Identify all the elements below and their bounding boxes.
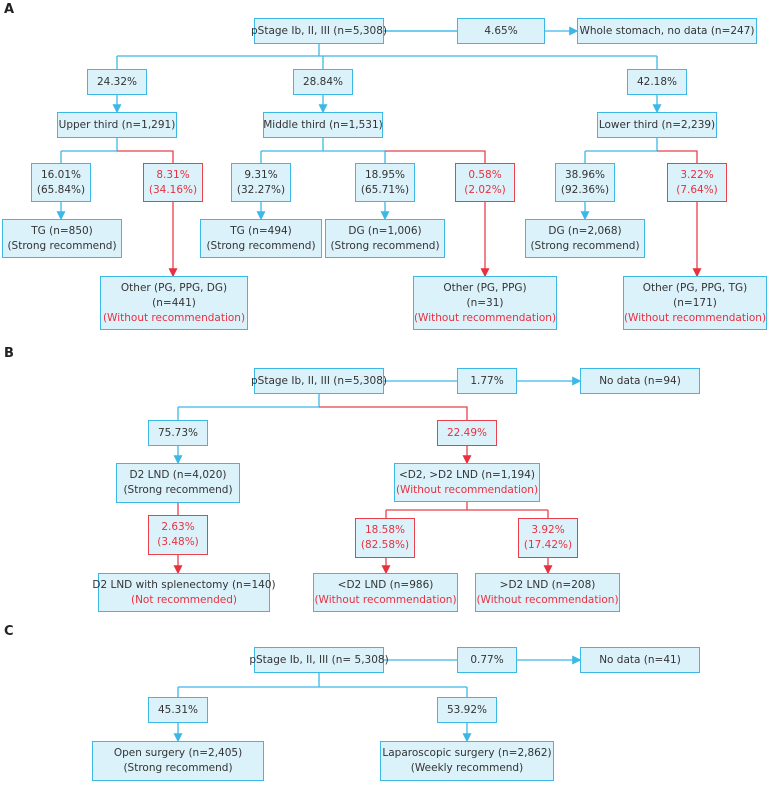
note: (Without recommendation) bbox=[476, 593, 619, 606]
panel-label-a: A bbox=[4, 2, 15, 17]
b-splenectomy-pct-box: 2.63% (3.48%) bbox=[148, 515, 208, 555]
note: (Without recommendation) bbox=[623, 311, 767, 324]
a-middle-tg-pct-box: 9.31% (32.27%) bbox=[231, 163, 291, 202]
a-lower-dg-pct-box: 38.96% (92.36%) bbox=[555, 163, 615, 202]
a-nodata-box: Whole stomach, no data (n=247) bbox=[577, 18, 757, 44]
count: (n=171) bbox=[673, 296, 717, 309]
pct: 9.31% bbox=[244, 168, 278, 181]
sub-pct: (7.64%) bbox=[676, 183, 718, 196]
title: Other (PG, PPG, TG) bbox=[642, 281, 748, 294]
note: (Strong recommend) bbox=[123, 484, 233, 496]
b-d2-box: D2 LND (n=4,020) (Strong recommend) bbox=[116, 463, 240, 503]
note: (Strong recommend) bbox=[123, 762, 233, 774]
title: D2 LND with splenectomy (n=140) bbox=[92, 578, 276, 591]
c-nodata-box: No data (n=41) bbox=[580, 647, 700, 673]
note: (Without recommendation) bbox=[413, 311, 557, 324]
b-other-pct-box: 22.49% bbox=[437, 420, 497, 446]
pct: 3.22% bbox=[680, 168, 714, 181]
count: (n=441) bbox=[152, 296, 196, 309]
c-lap-pct-box: 53.92% bbox=[437, 697, 497, 723]
b-nodata-pct-box: 1.77% bbox=[457, 368, 517, 394]
pct: 18.58% bbox=[364, 524, 406, 536]
pct: 3.92% bbox=[531, 524, 565, 536]
c-lap-box: Laparoscopic surgery (n=2,862) (Weekly re… bbox=[380, 741, 554, 781]
title: TG (n=494) bbox=[230, 224, 292, 237]
a-lower-pct-box: 42.18% bbox=[627, 69, 687, 95]
sub-pct: (92.36%) bbox=[560, 183, 610, 196]
sub-pct: (2.02%) bbox=[464, 183, 506, 196]
sub-pct: (32.27%) bbox=[236, 183, 286, 196]
title: Laparoscopic surgery (n=2,862) bbox=[382, 747, 552, 759]
sub-pct: (34.16%) bbox=[148, 183, 198, 196]
note: (Strong recommend) bbox=[206, 239, 316, 252]
panel-label-b: B bbox=[4, 346, 14, 361]
note: (Strong recommend) bbox=[530, 239, 640, 252]
a-middle-box: Middle third (n=1,531) bbox=[263, 112, 383, 138]
c-open-pct-box: 45.31% bbox=[148, 697, 208, 723]
a-middle-dg-pct-box: 18.95% (65.71%) bbox=[355, 163, 415, 202]
b-lt-d2-box: <D2 LND (n=986) (Without recommendation) bbox=[313, 573, 458, 612]
a-nodata-pct-box: 4.65% bbox=[457, 18, 545, 44]
sub-pct: (65.71%) bbox=[360, 183, 410, 196]
title: <D2, >D2 LND (n=1,194) bbox=[399, 468, 535, 481]
a-middle-pct-box: 28.84% bbox=[293, 69, 353, 95]
title: TG (n=850) bbox=[31, 224, 93, 237]
b-d2-pct-box: 75.73% bbox=[148, 420, 208, 446]
b-splenectomy-box: D2 LND with splenectomy (n=140) (Not reco… bbox=[92, 573, 276, 612]
a-middle-other-box: Other (PG, PPG) (n=31) (Without recommenda… bbox=[413, 276, 557, 330]
note: (Not recommended) bbox=[130, 593, 238, 606]
pct: 2.63% bbox=[161, 521, 195, 533]
b-other-box: <D2, >D2 LND (n=1,194) (Without recommend… bbox=[394, 463, 540, 502]
a-root-box: pStage Ib, II, III (n=5,308) bbox=[251, 18, 387, 44]
a-middle-dg-box: DG (n=1,006) (Strong recommend) bbox=[325, 219, 445, 258]
a-lower-other-box: Other (PG, PPG, TG) (n=171) (Without recom… bbox=[623, 276, 767, 330]
count: (n=31) bbox=[466, 296, 504, 309]
title: DG (n=1,006) bbox=[348, 224, 422, 237]
a-middle-tg-box: TG (n=494) (Strong recommend) bbox=[200, 219, 322, 258]
a-upper-tg-box: TG (n=850) (Strong recommend) bbox=[2, 219, 122, 258]
title: <D2 LND (n=986) bbox=[337, 578, 434, 591]
a-lower-box: Lower third (n=2,239) bbox=[597, 112, 717, 138]
b-lt-d2-pct-box: 18.58% (82.58%) bbox=[355, 518, 415, 558]
a-upper-tg-pct-box: 16.01% (65.84%) bbox=[31, 163, 91, 202]
note: (Without recommendation) bbox=[395, 483, 539, 496]
a-upper-other-pct-box: 8.31% (34.16%) bbox=[143, 163, 203, 202]
note: (Without recommendation) bbox=[102, 311, 246, 324]
title: DG (n=2,068) bbox=[548, 224, 622, 237]
a-upper-box: Upper third (n=1,291) bbox=[57, 112, 177, 138]
pct: 0.58% bbox=[468, 168, 502, 181]
sub-pct: (82.58%) bbox=[360, 539, 410, 551]
a-upper-other-box: Other (PG, PPG, DG) (n=441) (Without recom… bbox=[100, 276, 248, 330]
b-nodata-box: No data (n=94) bbox=[580, 368, 700, 394]
c-open-box: Open surgery (n=2,405) (Strong recommend) bbox=[92, 741, 264, 781]
title: Open surgery (n=2,405) bbox=[113, 747, 243, 759]
pct: 8.31% bbox=[156, 168, 190, 181]
b-root-box: pStage Ib, II, III (n=5,308) bbox=[251, 368, 387, 394]
sub-pct: (65.84%) bbox=[36, 183, 86, 196]
note: (Without recommendation) bbox=[314, 593, 457, 606]
c-nodata-pct-box: 0.77% bbox=[457, 647, 517, 673]
pct: 18.95% bbox=[364, 168, 406, 181]
title: >D2 LND (n=208) bbox=[499, 578, 596, 591]
note: (Weekly recommend) bbox=[410, 762, 524, 774]
note: (Strong recommend) bbox=[7, 239, 117, 252]
panel-label-c: C bbox=[4, 624, 14, 639]
title: Other (PG, PPG) bbox=[443, 281, 527, 294]
pct: 16.01% bbox=[40, 168, 82, 181]
note: (Strong recommend) bbox=[330, 239, 440, 252]
pct: 38.96% bbox=[564, 168, 606, 181]
a-lower-other-pct-box: 3.22% (7.64%) bbox=[667, 163, 727, 202]
sub-pct: (3.48%) bbox=[157, 536, 199, 548]
a-middle-other-pct-box: 0.58% (2.02%) bbox=[455, 163, 515, 202]
a-upper-pct-box: 24.32% bbox=[87, 69, 147, 95]
b-gt-d2-pct-box: 3.92% (17.42%) bbox=[518, 518, 578, 558]
a-lower-dg-box: DG (n=2,068) (Strong recommend) bbox=[525, 219, 645, 258]
title: Other (PG, PPG, DG) bbox=[120, 281, 228, 294]
c-root-box: pStage Ib, II, III (n= 5,308) bbox=[249, 647, 389, 673]
title: D2 LND (n=4,020) bbox=[129, 469, 227, 481]
b-gt-d2-box: >D2 LND (n=208) (Without recommendation) bbox=[475, 573, 620, 612]
sub-pct: (17.42%) bbox=[523, 539, 573, 551]
